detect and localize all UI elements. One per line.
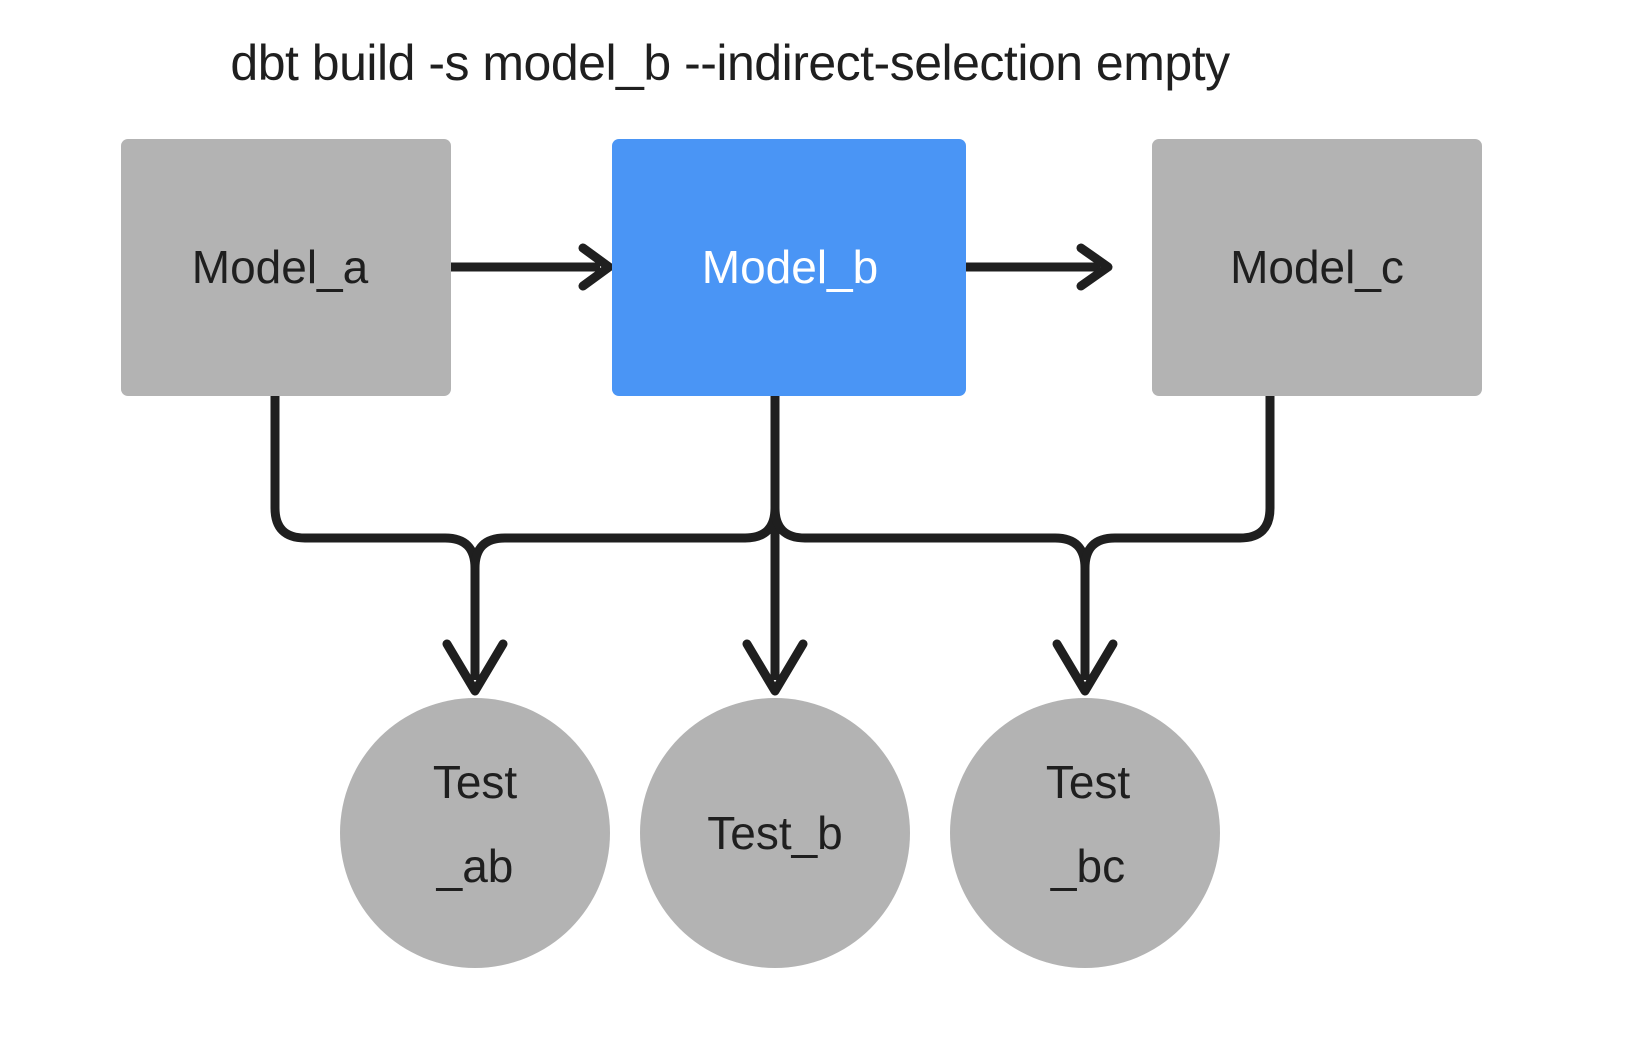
test-b-label-line1: Test_b [707,807,843,859]
model-a-shape[interactable] [121,139,451,396]
model-c-label: Model_c [1230,241,1404,293]
edge-model-a-to-test-ab [270,396,508,696]
model-b-label: Model_b [702,241,878,293]
model-node-layer: Model_a Model_b Model_c [121,139,1482,396]
diagram-title: dbt build -s model_b --indirect-selectio… [230,35,1230,91]
edge-model-b-to-test-bc [770,396,1118,696]
node-model-a[interactable]: Model_a [121,139,451,396]
edge-layer [270,243,1275,696]
node-model-c[interactable]: Model_c [1152,139,1482,396]
node-test-bc[interactable]: Test _bc [950,698,1220,968]
test-b-shape[interactable] [640,698,910,968]
node-model-b[interactable]: Model_b [612,139,966,396]
edge-model-b-to-test-ab [470,396,780,680]
test-bc-label-line2: _bc [1050,840,1125,892]
node-test-ab[interactable]: Test _ab [340,698,610,968]
test-ab-label-line2: _ab [436,840,514,892]
test-node-layer: Test _ab Test_b Test _bc [340,698,1220,968]
test-ab-shape[interactable] [340,698,610,968]
node-test-b[interactable]: Test_b [640,698,910,968]
model-c-shape[interactable] [1152,139,1482,396]
model-a-label: Model_a [192,241,369,293]
test-bc-label-line1: Test [1046,756,1131,808]
edge-model-a-to-model-b [451,243,614,291]
model-b-shape[interactable] [612,139,966,396]
edge-model-c-to-test-bc [1080,396,1275,680]
test-ab-label-line1: Test [433,756,518,808]
test-bc-shape[interactable] [950,698,1220,968]
edge-model-b-to-model-c [966,243,1113,291]
